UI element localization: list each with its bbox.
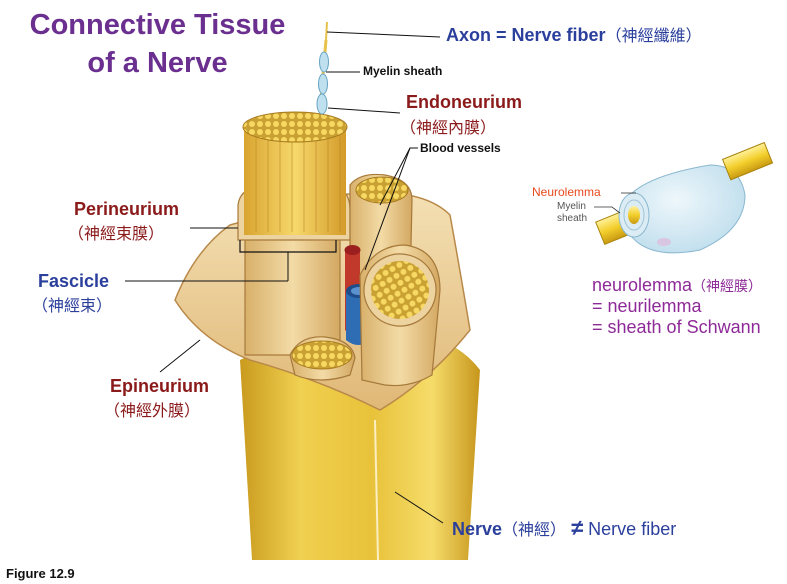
fascicle-right-back-top [355,176,409,204]
inset-neurolemma-label: Neurolemma [532,185,601,199]
not-equal-sign: ≠ [571,515,584,540]
fiber-bundle-top [242,111,348,143]
figure-caption: Figure 12.9 [6,566,75,581]
epineurium-label: Epineurium [110,376,210,396]
myelin-sheath-label: Myelin sheath [363,64,443,78]
blood-vessels-label: Blood vessels [420,141,501,155]
trunk-crease [374,419,379,561]
nerve-trunk [240,330,480,560]
fascicle-left-body [244,224,341,356]
inset-myelin-label-2: sheath [557,213,588,224]
definition-neurolemma-cn: （神經膜） [692,279,763,295]
definition-neurolemma-text: neurolemma [592,275,693,295]
perineurium-label: Perineurium [74,199,180,219]
inset-myelinated-axon [594,141,774,254]
myelin-segments [316,51,329,115]
nerve-fiber-label: Nerve fiber [588,519,677,539]
axon-label: Axon = Nerve fiber（神經纖維） [446,25,702,46]
axon-label-cn: （神經纖維） [605,26,702,45]
axon-label-text: Axon = Nerve fiber [446,25,606,45]
fiber-bundle [244,125,346,235]
axon-tip [325,21,328,41]
title-line-2: of a Nerve [87,47,228,79]
nerve-label: Nerve（神經） ≠ Nerve fiber [452,515,677,540]
definition-schwann: = sheath of Schwann [592,317,761,337]
nerve-label-text: Nerve [452,519,503,539]
perineurium-label-cn: （神經束膜） [68,224,165,243]
fascicle-label-cn: （神經束） [32,296,113,315]
definition-neurilemma: = neurilemma [592,296,702,316]
title-line-1: Connective Tissue [29,9,286,41]
endoneurium-label: Endoneurium [406,92,522,112]
epineurium-label-cn: （神經外膜） [104,401,201,420]
definition-neurolemma: neurolemma（神經膜） [592,275,763,296]
nerve-label-cn: （神經） [502,520,567,539]
fiber-lines [255,130,341,232]
fascicle-label: Fascicle [38,271,110,291]
leader-lines [125,31,444,524]
endoneurium-label-cn: （神經內膜） [400,118,497,137]
inset-myelin-label-1: Myelin [557,201,586,212]
